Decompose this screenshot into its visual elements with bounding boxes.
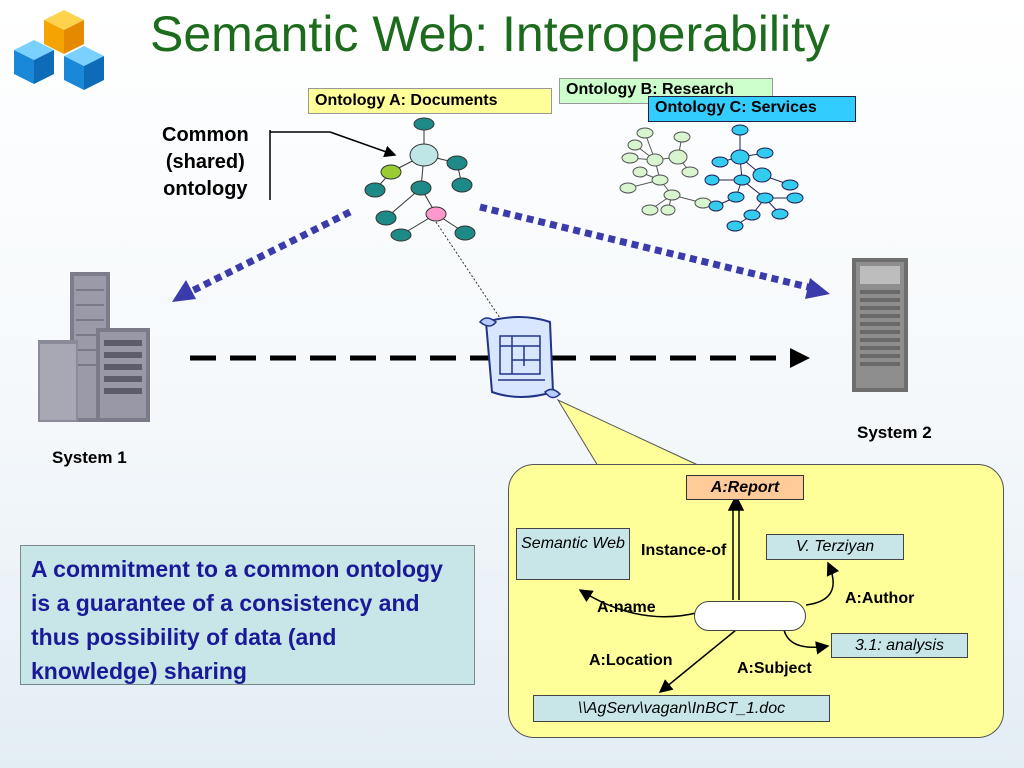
subject-value-node: 3.1: analysis — [831, 633, 968, 658]
name-relation-label: A:name — [597, 599, 656, 616]
ontology-c-label: Ontology C: Services — [648, 96, 856, 122]
blue-arrow-right — [479, 203, 830, 299]
system1-label: System 1 — [52, 448, 127, 467]
commitment-statement: A commitment to a common ontology is a g… — [20, 545, 475, 685]
common-ontology-line3: ontology — [163, 178, 248, 200]
report-class-node: A:Report — [686, 475, 804, 500]
common-ontology-line1: Common — [162, 124, 249, 146]
ontology-a-graph — [364, 117, 476, 242]
semantic-web-node: Semantic Web — [516, 528, 630, 580]
instance-of-label: Instance-of — [641, 542, 727, 559]
author-relation-label: A:Author — [845, 590, 915, 607]
logo-cubes-icon — [14, 10, 104, 90]
document-instance-node — [694, 601, 806, 631]
document-scroll-icon — [478, 316, 562, 399]
system1-server-icon — [38, 272, 150, 422]
page-title: Semantic Web: Interoperability — [150, 6, 830, 62]
location-relation-label: A:Location — [589, 652, 673, 669]
author-value-node: V. Terziyan — [766, 534, 904, 560]
ontology-c-graph — [704, 124, 804, 232]
system2-server-icon — [852, 258, 908, 392]
blue-arrow-left — [172, 208, 352, 302]
location-value-node: \\AgServ\vagan\InBCT_1.doc — [533, 695, 830, 722]
subject-relation-label: A:Subject — [737, 660, 812, 677]
ontology-a-label: Ontology A: Documents — [308, 88, 552, 114]
common-ontology-label: Common (shared) ontology — [162, 122, 249, 203]
system2-label: System 2 — [857, 423, 932, 442]
common-ontology-line2: (shared) — [165, 151, 245, 173]
instance-link-line — [435, 221, 501, 319]
common-ontology-bracket — [269, 130, 397, 200]
ontology-b-graph — [619, 127, 712, 216]
